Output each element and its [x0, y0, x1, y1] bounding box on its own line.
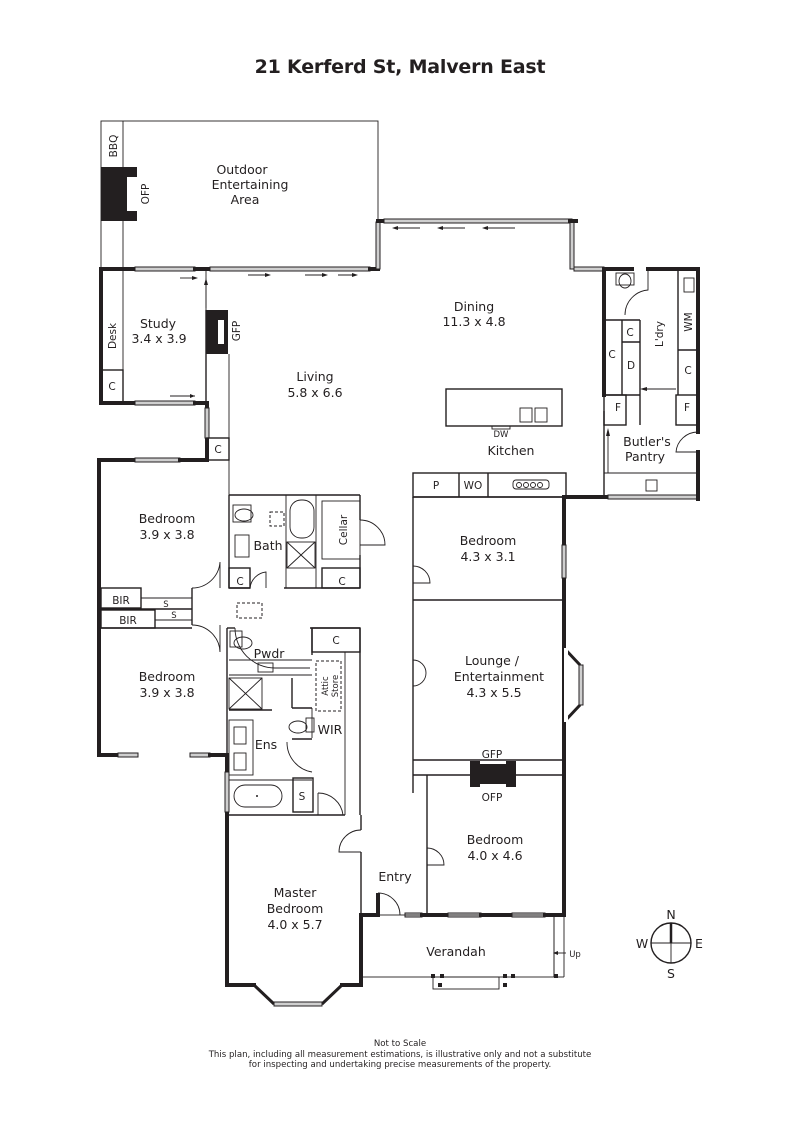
page-title: 21 Kerferd St, Malvern East	[254, 56, 546, 78]
bedroom-e1-size: 4.3 x 3.1	[460, 549, 515, 564]
lounge-label: Lounge /	[465, 653, 520, 668]
pantry-label: P	[433, 480, 439, 492]
dining-label: Dining	[454, 299, 494, 314]
laundry-label: L'dry	[654, 321, 666, 347]
ensuite-shelf-label: S	[299, 791, 306, 803]
verandah-label: Verandah	[426, 944, 486, 959]
bedroom-w-size: 3.9 x 3.8	[139, 685, 194, 700]
compass-east: E	[695, 936, 703, 951]
study-size: 3.4 x 3.9	[131, 331, 186, 346]
fridge-label-2: F	[684, 402, 690, 414]
shelf-label-1: S	[163, 600, 168, 610]
bedroom-fireplace-label: OFP	[482, 792, 503, 804]
lounge-size: 4.3 x 5.5	[466, 685, 521, 700]
not-to-scale-note: Not to Scale	[373, 1039, 427, 1049]
master-bedroom-size: 4.0 x 5.7	[267, 917, 322, 932]
wall-oven-label: WO	[464, 480, 483, 492]
lounge-fireplace-label: GFP	[482, 749, 503, 761]
dryer-label: D	[627, 360, 635, 372]
laundry-cupboard-label-1: C	[626, 327, 633, 339]
compass-south: S	[667, 966, 675, 981]
laundry-cupboard-label-3: C	[684, 365, 691, 377]
entry-label: Entry	[378, 869, 412, 884]
butlers-pantry-label-2: Pantry	[625, 449, 666, 464]
disclaimer-line-2: for inspecting and undertaking precise m…	[248, 1060, 552, 1070]
dishwasher-label: DW	[494, 430, 510, 440]
master-bedroom-label: Master	[274, 885, 318, 900]
compass-west: W	[636, 936, 648, 951]
desk-label: Desk	[107, 322, 119, 349]
disclaimer: Not to Scale This plan, including all me…	[0, 1039, 800, 1071]
living-label: Living	[296, 369, 333, 384]
washing-machine-label: WM	[683, 312, 695, 331]
bir-label-1: BIR	[112, 595, 130, 607]
cellar-label: Cellar	[338, 514, 350, 545]
bedroom-e2-size: 4.0 x 4.6	[467, 848, 522, 863]
cellar-cupboard-label: C	[338, 576, 345, 588]
ensuite-label: Ens	[255, 737, 277, 752]
bedroom-nw-label: Bedroom	[139, 511, 196, 526]
wir-label: WIR	[318, 722, 343, 737]
compass-north: N	[666, 907, 675, 922]
outdoor-fireplace-label: OFP	[140, 184, 152, 205]
powder-room-label: Pwdr	[254, 646, 286, 661]
attic-store-label: Attic	[321, 676, 331, 696]
living-cupboard-label: C	[214, 444, 221, 456]
bedroom-e1-label: Bedroom	[460, 533, 517, 548]
master-bedroom-label-2: Bedroom	[267, 901, 324, 916]
living-size: 5.8 x 6.6	[287, 385, 342, 400]
lounge-label-2: Entertainment	[454, 669, 544, 684]
outdoor-label-2: Entertaining	[212, 177, 289, 192]
compass-icon: N S E W	[636, 907, 703, 981]
outer-walls	[97, 218, 700, 1007]
shelf-label-2: S	[171, 611, 176, 621]
room-labels: Dining 11.3 x 4.8 Study 3.4 x 3.9 Desk C…	[107, 299, 695, 960]
study-cupboard-label: C	[108, 381, 115, 393]
kitchen-label: Kitchen	[488, 443, 535, 458]
study-label: Study	[140, 316, 177, 331]
bbq-label: BBQ	[108, 135, 120, 158]
up-label: Up	[569, 950, 581, 960]
bedroom-w-label: Bedroom	[139, 669, 196, 684]
bedroom-nw-size: 3.9 x 3.8	[139, 527, 194, 542]
bedroom-e2-label: Bedroom	[467, 832, 524, 847]
laundry-cupboard-label-2: C	[608, 349, 615, 361]
outdoor-area: BBQ OFP Outdoor Entertaining Area	[100, 120, 379, 270]
fridge-label-1: F	[615, 402, 621, 414]
butlers-pantry-label: Butler's	[623, 434, 671, 449]
wir-cupboard-label: C	[332, 635, 339, 647]
disclaimer-line-1: This plan, including all measurement est…	[208, 1049, 592, 1060]
living-fireplace-label: GFP	[231, 321, 243, 342]
bath-label: Bath	[253, 538, 282, 553]
interior-walls	[99, 226, 699, 990]
dining-size: 11.3 x 4.8	[442, 314, 505, 329]
bath-cupboard-label: C	[236, 576, 243, 588]
bir-label-2: BIR	[119, 615, 137, 627]
attic-store-label-2: Store	[331, 675, 341, 697]
outdoor-label: Outdoor	[216, 162, 268, 177]
outdoor-label-3: Area	[231, 192, 260, 207]
